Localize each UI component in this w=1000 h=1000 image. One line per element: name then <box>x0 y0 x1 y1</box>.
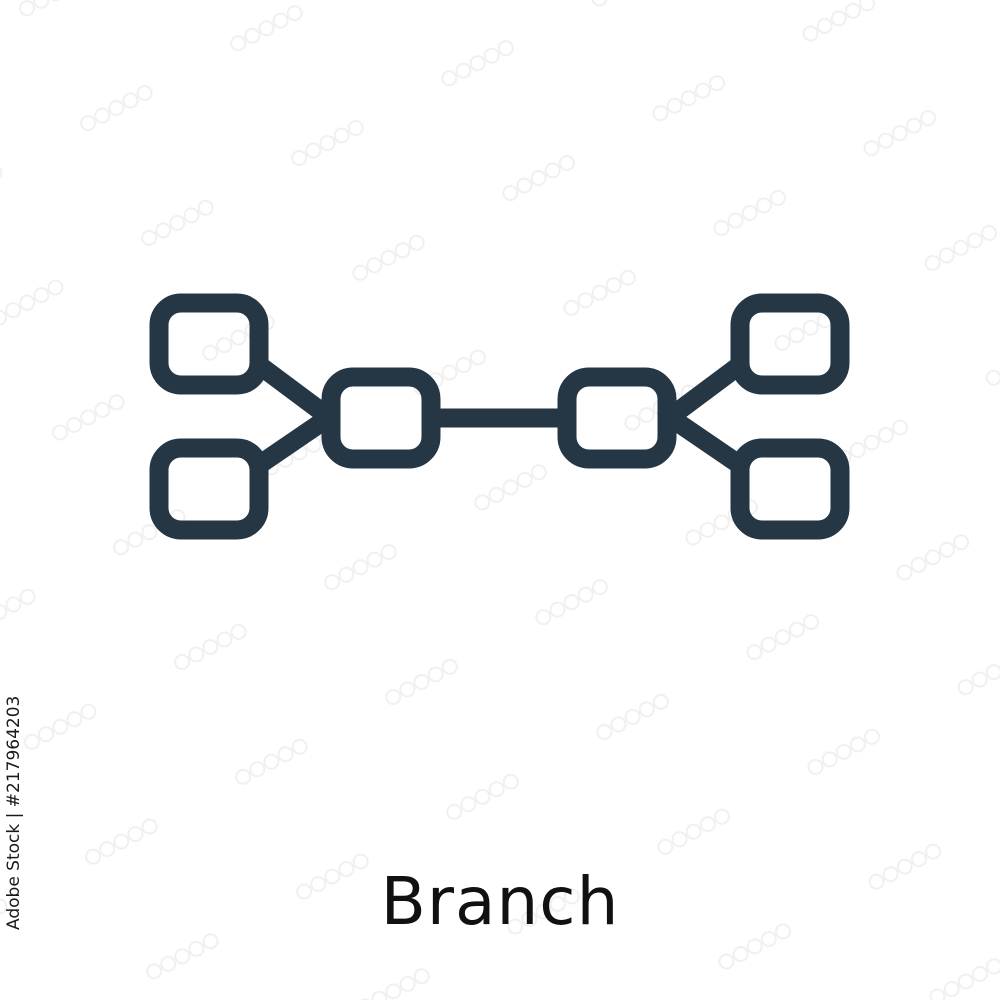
connector-right-bottom <box>667 412 750 475</box>
right-center-node <box>557 367 677 469</box>
connector-left-bottom <box>249 412 332 475</box>
left-top-node <box>149 293 269 395</box>
right-top-node <box>730 293 850 395</box>
right-bottom-node <box>730 438 850 540</box>
icon-caption: Branch <box>380 863 620 940</box>
left-bottom-node <box>149 438 269 540</box>
connector-left-top <box>249 355 332 422</box>
left-center-node <box>321 367 441 469</box>
stock-id-label: Adobe Stock | #217964203 <box>4 695 24 930</box>
connector-right-top <box>667 355 750 422</box>
